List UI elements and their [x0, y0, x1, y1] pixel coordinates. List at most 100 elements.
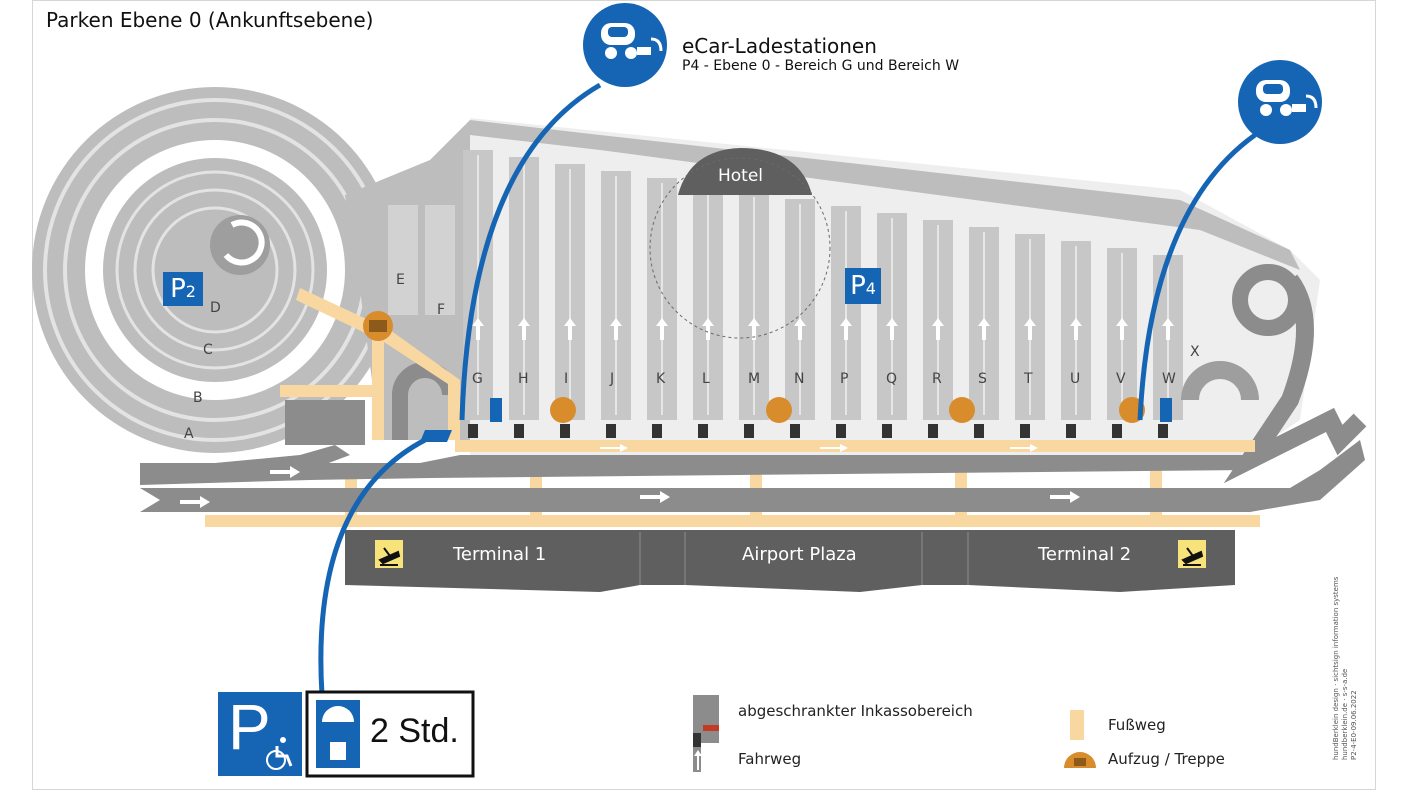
up-arrow-icon: [564, 318, 576, 340]
p2-garage: [32, 87, 398, 453]
elevator-icon-rs: [949, 397, 975, 423]
p4-badge: P4: [845, 268, 881, 304]
arrival-plane-icon: [375, 540, 403, 568]
hotel-building: [678, 148, 812, 195]
ecar-subtitle: P4 - Ebene 0 - Bereich G und Bereich W: [682, 58, 960, 74]
ecar-station-w: [1160, 398, 1172, 422]
ecar-pointer-line-g: [459, 82, 602, 421]
barrier-icon: [882, 424, 892, 438]
legend-barrier-label: abgeschrankter Inkassobereich: [738, 702, 973, 720]
up-arrow-icon: [978, 318, 990, 340]
ring-road-p2: [140, 445, 350, 478]
barrier-icon: [560, 424, 570, 438]
up-arrow-icon: [1024, 318, 1036, 340]
p4-letter: P: [850, 271, 866, 301]
hotel-label: Hotel: [718, 166, 764, 186]
p4-perimeter-road: [470, 120, 1300, 270]
legend-barrier-icon: [693, 695, 719, 772]
main-road: [140, 440, 1365, 512]
row-label-k: K: [656, 371, 666, 387]
ecar-station-g: [490, 398, 502, 422]
row-label-q: Q: [886, 371, 898, 387]
barrier-icon: [606, 424, 616, 438]
time-limit-label: 2 Std.: [370, 712, 459, 750]
plaza-label: Airport Plaza: [742, 544, 857, 565]
row-label-h: H: [518, 371, 529, 387]
up-arrow-icon: [748, 318, 760, 340]
credit-line-2: hundberklein.de · s-s-a.de: [1341, 668, 1349, 760]
barrier-icon: [1066, 424, 1076, 438]
disabled-spot: [420, 430, 452, 442]
credit-text: hundBerklein design · sichtsign informat…: [1332, 577, 1359, 760]
up-arrow-icon: [886, 318, 898, 340]
direction-arrows: [180, 444, 1080, 508]
ring-label-a: A: [184, 426, 194, 442]
elevator-icon-mn: [766, 397, 792, 423]
terminal2-label: Terminal 2: [1038, 544, 1132, 565]
parking-sign-letter: P: [228, 691, 271, 763]
p4-rows: [463, 150, 1183, 438]
up-arrow-icon: [610, 318, 622, 340]
row-label-v: V: [1116, 371, 1126, 387]
row-label-r: R: [932, 371, 942, 387]
barrier-icon: [652, 424, 662, 438]
p2-letter: P: [170, 274, 186, 304]
page-title: Parken Ebene 0 (Ankunftsebene): [46, 8, 374, 32]
barrier-icon: [514, 424, 524, 438]
legend-elevator-label: Aufzug / Treppe: [1108, 750, 1225, 768]
barrier-icon: [1112, 424, 1122, 438]
ecar-icon: [583, 3, 667, 87]
legend-road-label: Fahrweg: [738, 750, 802, 768]
up-arrow-icon: [794, 318, 806, 340]
ring-label-b: B: [193, 390, 203, 406]
arrival-plane-icon-t2: [1178, 540, 1206, 568]
parking-disc-icon: [316, 700, 360, 768]
row-label-s: S: [978, 371, 987, 387]
ecar-icon-w: [1238, 60, 1322, 144]
terminal1-label: Terminal 1: [453, 544, 547, 565]
row-label-p: P: [840, 371, 849, 387]
p4-number: 4: [865, 279, 876, 298]
up-arrow-icon: [472, 318, 484, 340]
barrier-icon: [1158, 424, 1168, 438]
row-label-i: I: [564, 371, 569, 387]
credit-line-3: P2-4-E0-09.06.2022: [1350, 690, 1358, 760]
ring-label-c: C: [203, 342, 213, 358]
elevator-icon-p2: [363, 311, 393, 341]
p2-number: 2: [185, 282, 196, 301]
legend-footpath-label: Fußweg: [1108, 716, 1166, 734]
barrier-icon: [468, 424, 478, 438]
disabled-parking-sign: [218, 692, 302, 776]
row-label-n: N: [794, 371, 805, 387]
ecar-pointer-line-w: [1137, 132, 1257, 421]
up-arrow-icon: [840, 318, 852, 340]
row-label-m: M: [748, 371, 761, 387]
arrival-road: [140, 455, 1250, 485]
ecar-title: eCar-Ladestationen: [682, 34, 877, 58]
elevator-icon-hi: [550, 397, 576, 423]
p2-exit-ramp: [285, 400, 365, 445]
row-label-j: J: [610, 371, 615, 387]
barrier-icon: [790, 424, 800, 438]
up-arrow-icon: [656, 318, 668, 340]
up-arrow-icon: [518, 318, 530, 340]
legend-footpath-icon: [1070, 710, 1084, 740]
up-arrow-icon: [1116, 318, 1128, 340]
row-label-u: U: [1070, 371, 1081, 387]
up-arrow-icon: [702, 318, 714, 340]
terminal-buildings: [345, 530, 1235, 592]
disabled-pointer-line: [318, 437, 427, 696]
up-arrow-icon: [932, 318, 944, 340]
ramp-loop-p2: [392, 362, 458, 440]
barrier-icon: [744, 424, 754, 438]
ring-label-d: D: [210, 300, 221, 316]
up-arrow-icon: [1070, 318, 1082, 340]
row-label-g: G: [472, 371, 483, 387]
hotel-dashed-area: [649, 157, 831, 339]
row-label-e: E: [396, 272, 405, 288]
row-label-x: X: [1190, 344, 1200, 360]
ramp-loop-w: [1181, 361, 1259, 401]
row-label-l: L: [702, 371, 710, 387]
